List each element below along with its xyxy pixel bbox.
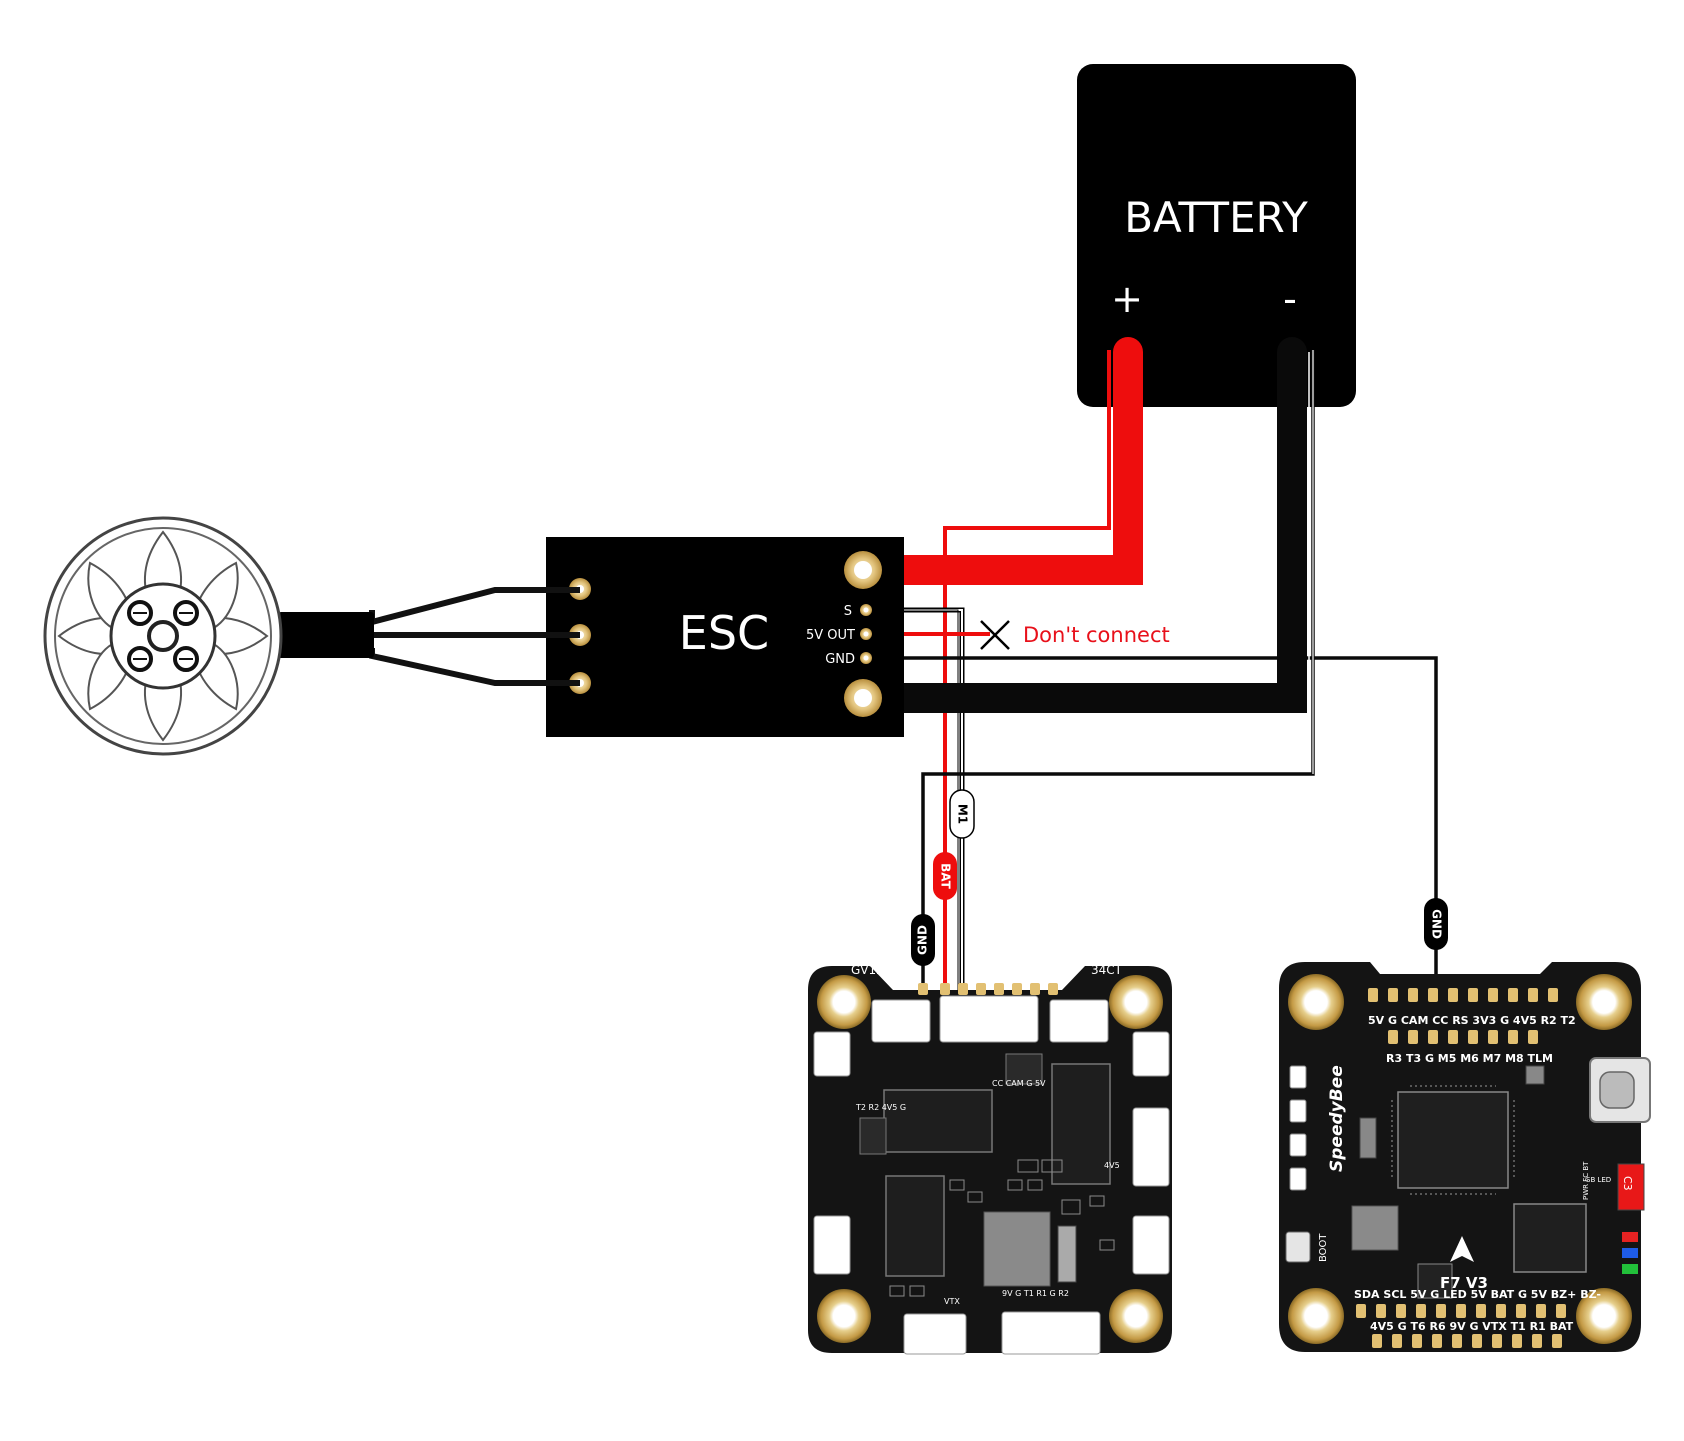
led-green-icon bbox=[1622, 1264, 1638, 1274]
fc-top-row2-label: R3 T3 G M5 M6 M7 M8 TLM bbox=[1386, 1052, 1553, 1065]
board-left: GV12 34CT CC CAM G 5V T2 R2 4V5 G 4V5 VT… bbox=[808, 963, 1172, 1355]
fc-c3-label: C3 bbox=[1621, 1176, 1634, 1191]
fc-side-labels: PWR FC BT bbox=[1582, 1161, 1590, 1200]
wire-bat-thin bbox=[943, 350, 1111, 995]
board-left-silk-t2r2: T2 R2 4V5 G bbox=[855, 1103, 906, 1112]
fc-bottom-row2-label: 4V5 G T6 R6 9V G VTX T1 R1 BAT bbox=[1370, 1320, 1574, 1333]
tag-m1-label: M1 bbox=[956, 804, 970, 824]
esc-pin-s: S bbox=[844, 604, 852, 619]
board-right: 5V G CAM CC RS 3V3 G 4V5 R2 T2 R3 T3 G M… bbox=[1279, 962, 1651, 1352]
battery-label: BATTERY bbox=[1124, 193, 1308, 242]
fc-top-row1-label: 5V G CAM CC RS 3V3 G 4V5 R2 T2 bbox=[1368, 1014, 1576, 1027]
tag-gnd-right-label: GND bbox=[1430, 909, 1444, 939]
warning-text: Don't connect bbox=[1023, 623, 1170, 647]
tag-m1: M1 bbox=[949, 789, 975, 839]
esc-label: ESC bbox=[679, 606, 769, 660]
tag-gnd-right: GND bbox=[1424, 898, 1448, 950]
fc-model-label: F7 V3 bbox=[1440, 1274, 1488, 1292]
fc-bottom-row1-label: SDA SCL 5V G LED 5V BAT G 5V BZ+ BZ- bbox=[1354, 1288, 1601, 1301]
esc-pin-gnd: GND bbox=[825, 652, 855, 667]
board-left-silk-4v5: 4V5 bbox=[1104, 1161, 1120, 1170]
signal-wires bbox=[866, 350, 1438, 995]
power-wires bbox=[849, 337, 1310, 713]
battery-minus-label: - bbox=[1283, 277, 1297, 321]
fc-top-pads bbox=[1368, 988, 1558, 1044]
fc-status-labels: SB LED bbox=[1586, 1176, 1611, 1184]
motor-bell-icon bbox=[43, 516, 283, 756]
motor bbox=[43, 516, 580, 756]
board-left-corner-right: 34CT bbox=[1091, 963, 1123, 977]
board-left-silk-cc-cam: CC CAM G 5V bbox=[992, 1079, 1046, 1088]
tag-gnd-left: GND bbox=[911, 914, 935, 966]
board-left-silk-bottom: 9V G T1 R1 G R2 bbox=[1002, 1289, 1069, 1298]
wire-gnd-right bbox=[866, 656, 1438, 995]
fc-mcu-chip bbox=[1397, 1091, 1509, 1189]
wire-power-negative bbox=[849, 337, 1307, 713]
led-blue-icon bbox=[1622, 1248, 1638, 1258]
fc-boot-label: BOOT bbox=[1318, 1233, 1329, 1262]
battery-plus-label: + bbox=[1111, 277, 1143, 321]
wire-power-positive bbox=[849, 337, 1143, 585]
tag-gnd-left-label: GND bbox=[916, 925, 930, 955]
fc-brand-label: SpeedyBee bbox=[1327, 1065, 1347, 1172]
esc-board: ESC S 5V OUT GND bbox=[546, 537, 904, 737]
wire-tags: M1 BAT GND GND bbox=[911, 789, 1448, 966]
fc-bottom-pads bbox=[1356, 1304, 1566, 1348]
board-left-silk-vtx: VTX bbox=[944, 1297, 960, 1306]
battery: BATTERY + - bbox=[1077, 64, 1356, 407]
dont-connect-warning: Don't connect bbox=[980, 620, 1170, 650]
tag-bat: BAT bbox=[933, 852, 957, 900]
boot-button-icon bbox=[1285, 1231, 1311, 1263]
esc-pin-5v-out: 5V OUT bbox=[806, 628, 855, 643]
led-red-icon bbox=[1622, 1232, 1638, 1242]
board-left-corner-left: GV12 bbox=[851, 963, 884, 977]
tag-bat-label: BAT bbox=[939, 863, 953, 890]
fc-arrow-logo-icon bbox=[1450, 1236, 1474, 1262]
